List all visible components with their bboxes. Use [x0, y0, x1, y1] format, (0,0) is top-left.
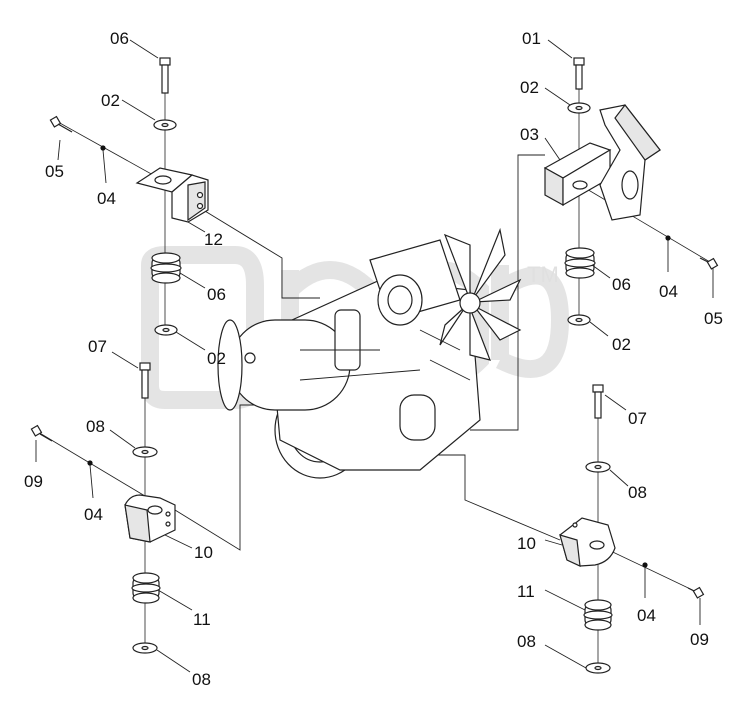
bracket-03 — [543, 104, 661, 221]
label-04-bl: 04 — [84, 505, 103, 524]
label-02b-tr: 02 — [612, 335, 631, 354]
bracket-12 — [135, 167, 209, 223]
label-08b-br: 08 — [517, 632, 536, 651]
mount-group-top-right: 01 02 03 06 04 05 02 — [520, 29, 723, 354]
label-10-bl: 10 — [194, 543, 213, 562]
label-07-bl: 07 — [88, 337, 107, 356]
label-08-br: 08 — [628, 483, 647, 502]
mount-group-bottom-left: 07 08 09 04 10 11 08 — [24, 337, 213, 689]
label-05-tl: 05 — [45, 162, 64, 181]
engine-assembly — [217, 227, 522, 479]
label-12: 12 — [204, 230, 223, 249]
bolt-05-tl — [49, 115, 73, 133]
bolt-06-tl — [159, 57, 171, 94]
cooling-fan — [439, 227, 522, 361]
label-08b-bl: 08 — [192, 670, 211, 689]
label-06-tl: 06 — [110, 29, 129, 48]
nut-04-tl — [100, 145, 106, 151]
label-01-tr: 01 — [522, 29, 541, 48]
oil-filter — [399, 394, 436, 441]
label-09-br: 09 — [690, 630, 709, 649]
bolt-09-bl — [30, 424, 53, 442]
label-11-br: 11 — [517, 582, 535, 601]
bracket-10-bl — [124, 494, 176, 543]
label-07-br: 07 — [628, 409, 647, 428]
rubber-mount-06-tr — [564, 247, 596, 279]
label-11-bl: 11 — [193, 610, 211, 629]
rubber-mount-11-br — [583, 599, 613, 631]
connector-line-tl — [199, 207, 320, 299]
mount-group-top-left: 06 02 05 04 12 06 02 — [45, 29, 226, 368]
nut-04-bl — [87, 460, 93, 466]
label-04-tr: 04 — [659, 282, 678, 301]
bolt-05-tr — [699, 257, 719, 270]
label-10-br: 10 — [517, 534, 536, 553]
label-09-bl: 09 — [24, 472, 43, 491]
label-04-br: 04 — [637, 606, 656, 625]
watermark-tm: TM — [527, 262, 559, 287]
label-02-tr: 02 — [520, 78, 539, 97]
muffler — [229, 319, 351, 411]
bolt-07-br — [592, 384, 604, 419]
bracket-10-br — [559, 517, 616, 567]
air-intake — [334, 309, 361, 371]
label-06b-tl: 06 — [207, 285, 226, 304]
label-05-tr: 05 — [704, 309, 723, 328]
label-03-tr: 03 — [520, 125, 539, 144]
label-02b-tl: 02 — [207, 349, 226, 368]
bolt-01-tr — [573, 57, 585, 90]
rubber-mount-11-bl — [131, 572, 161, 604]
connector-line-bl — [174, 404, 290, 551]
label-02-tl: 02 — [101, 91, 120, 110]
bolt-07-bl — [139, 362, 151, 399]
rubber-mount-06-tl — [150, 252, 182, 284]
connector-line-tr — [470, 154, 545, 431]
label-04-tl: 04 — [97, 189, 116, 208]
nut-04-tr — [665, 235, 671, 241]
nut-04-br — [642, 562, 648, 568]
label-08-bl: 08 — [86, 417, 105, 436]
bolt-09-br — [687, 586, 705, 599]
label-06-tr: 06 — [612, 275, 631, 294]
mount-group-bottom-right: 07 08 10 11 04 09 08 — [517, 384, 709, 674]
